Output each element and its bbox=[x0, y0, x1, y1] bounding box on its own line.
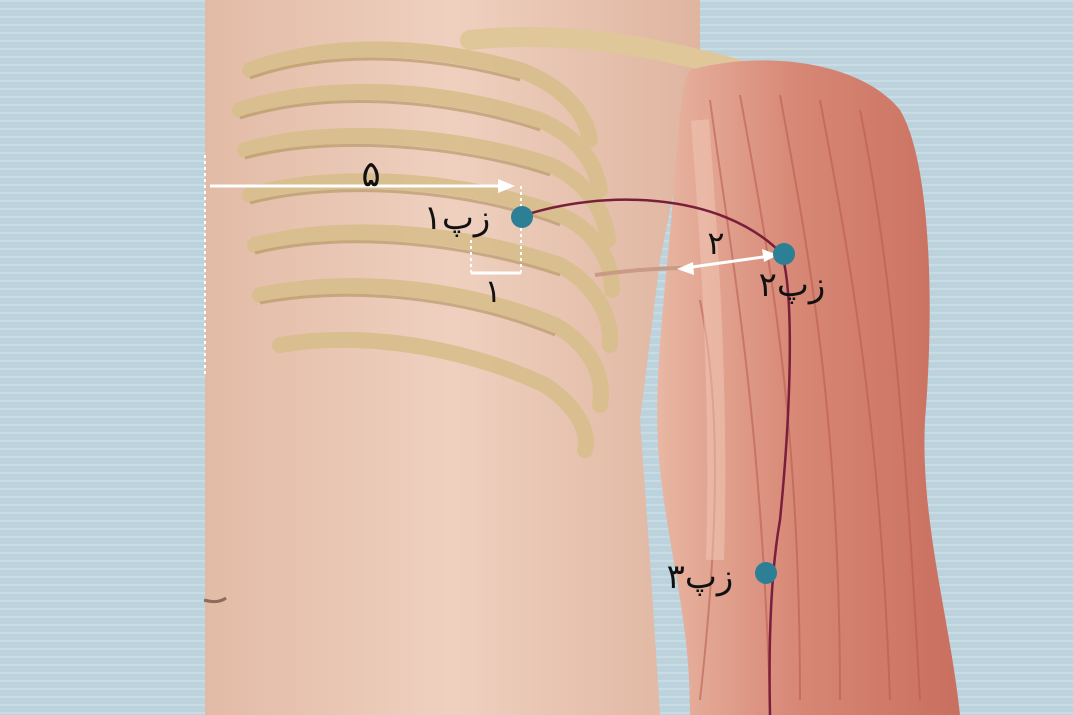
acupoint-p2 bbox=[773, 243, 795, 265]
acupoint-p1 bbox=[511, 206, 533, 228]
measurement-label-5: ۵ bbox=[361, 154, 380, 195]
measurement-label-1: ۱ bbox=[484, 272, 501, 310]
point-label-p1: زپ۱ bbox=[424, 198, 491, 238]
measurement-label-2: ۲ bbox=[707, 224, 724, 262]
acupoint-p3 bbox=[755, 562, 777, 584]
point-label-p2: زپ۲ bbox=[759, 265, 826, 305]
point-label-p3: زپ۳ bbox=[667, 557, 734, 597]
